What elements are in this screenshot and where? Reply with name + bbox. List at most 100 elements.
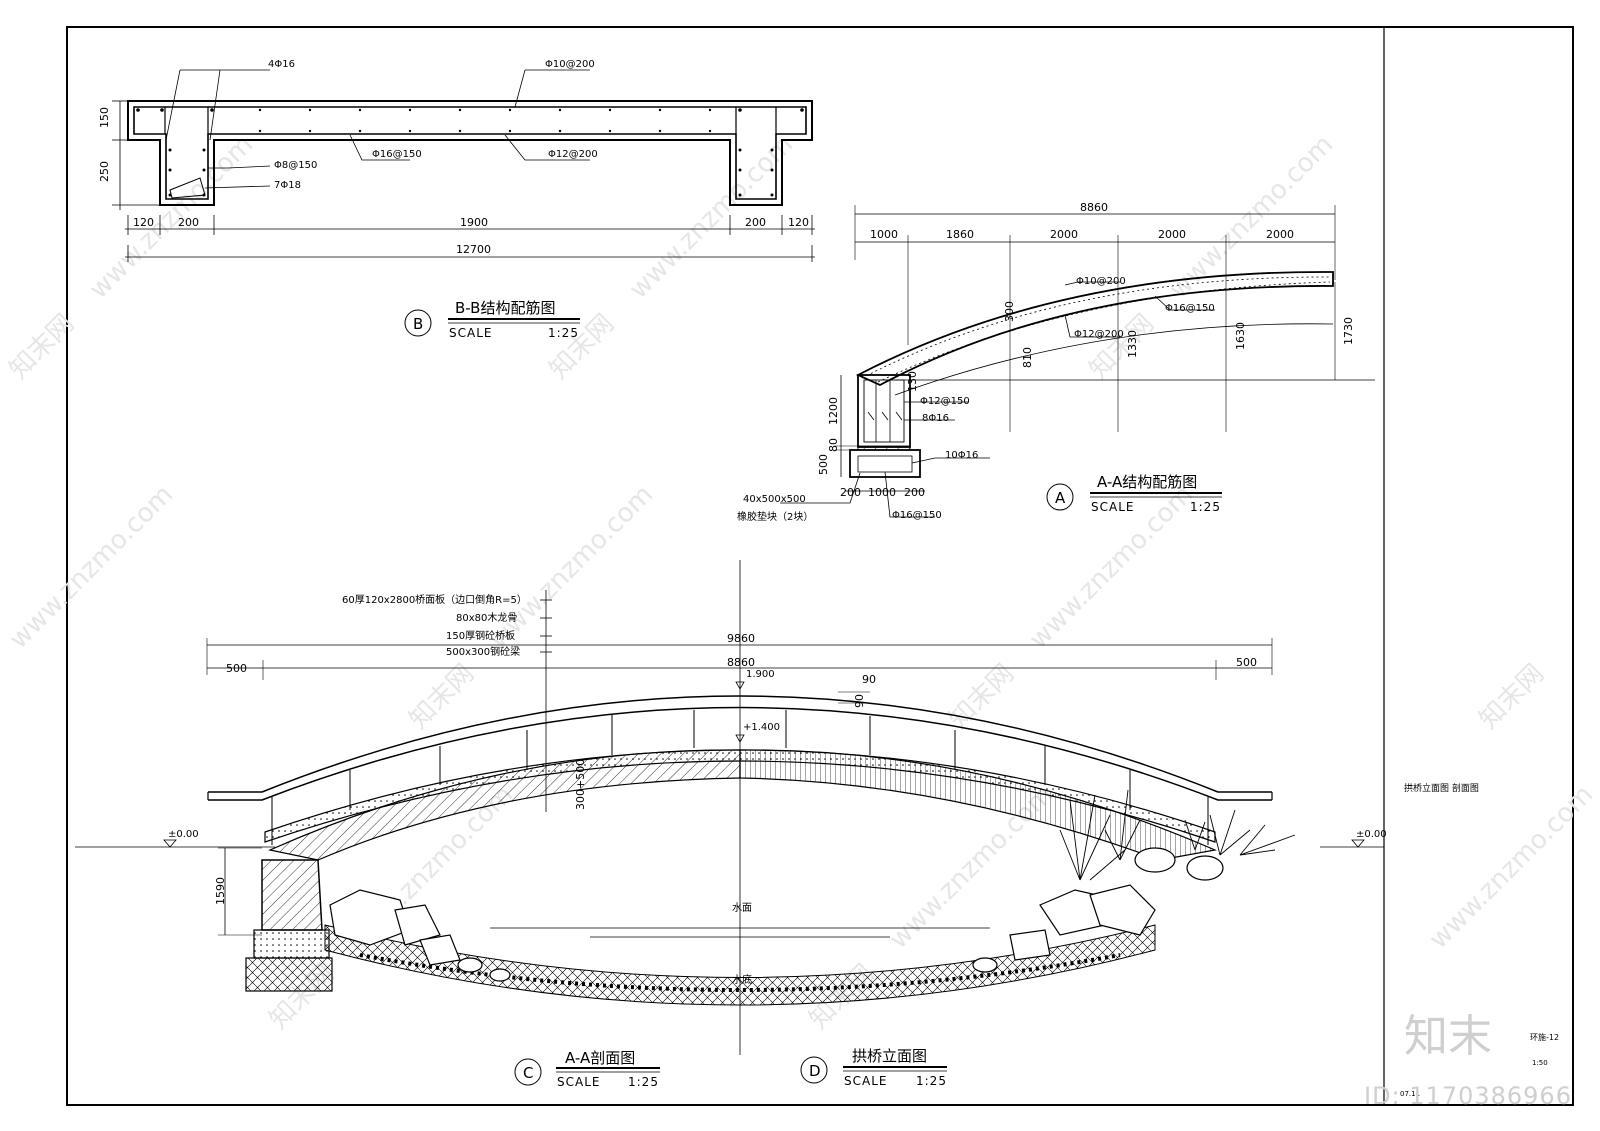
bb-rebar-right: Φ12@200 <box>548 149 598 160</box>
svg-text:知末网: 知末网 <box>1084 309 1160 385</box>
svg-text:知末网: 知末网 <box>1474 659 1550 735</box>
section-note-3: 150厚钢砼桥板 <box>446 629 515 642</box>
elev-dim-left: 500 <box>226 662 247 675</box>
left-abutment <box>261 859 323 931</box>
elev-depth: 1590 <box>214 877 227 905</box>
bb-dim-2: 200 <box>178 216 199 229</box>
bb-rebar-top-left: 4Φ16 <box>268 59 295 70</box>
aa-rebar-2: Φ16@150 <box>1165 303 1215 314</box>
rocks-right <box>972 847 1224 973</box>
aa-pier <box>857 374 911 448</box>
bb-dim-4: 200 <box>745 216 766 229</box>
bb-scale-label: SCALE <box>449 326 492 340</box>
drawing-title: 拱桥立面图 剖面图 <box>1404 782 1479 794</box>
sheet-number: 环施-12 <box>1530 1032 1559 1042</box>
svg-text:www.znzmo.com: www.znzmo.com <box>624 130 799 305</box>
aa-scale-label: SCALE <box>1091 500 1134 514</box>
c-view-title: A-A剖面图 <box>565 1049 635 1067</box>
sheet-frame <box>66 26 1574 1106</box>
d-scale-label: SCALE <box>844 1074 887 1088</box>
post-height: 90 <box>853 694 866 708</box>
aa-height-3: 1630 <box>1234 322 1247 350</box>
aa-rebar-7: Φ16@150 <box>892 510 942 521</box>
aa-view-title: A-A结构配筋图 <box>1097 473 1197 491</box>
bb-section-view: 4Φ16 Φ10@200 Φ16@150 Φ12@200 Φ8@150 7Φ18… <box>98 59 815 340</box>
elev-dim-total: 9860 <box>727 632 755 645</box>
d-view-letter: D <box>809 1062 821 1080</box>
section-note-1: 60厚120x2800桥面板（边口倒角R=5） <box>342 593 527 606</box>
aa-pad-name: 橡胶垫块（2块） <box>737 510 813 523</box>
plants-right <box>1059 789 1296 881</box>
bb-rebar-bottom: 7Φ18 <box>274 180 301 191</box>
bb-dim-total: 12700 <box>456 243 491 256</box>
pond-bed <box>324 924 1156 1006</box>
water-surface-label: 水面 <box>732 902 752 914</box>
svg-text:知末网: 知末网 <box>404 659 480 735</box>
aa-rebar-1: Φ10@200 <box>1076 276 1126 287</box>
svg-text:www.znzmo.com: www.znzmo.com <box>4 480 179 655</box>
c-scale-label: SCALE <box>557 1075 600 1089</box>
aa-height-1: 810 <box>1021 347 1034 368</box>
watermark-layer: 知末网 www.znzmo.com 知末网 www.znzmo.com 知末网 … <box>4 130 1599 1035</box>
aa-arch-slab <box>855 271 1334 387</box>
bb-dim-h2: 250 <box>98 161 111 182</box>
bb-scale-value: 1:25 <box>548 326 579 340</box>
sheet-scale: 1:50 <box>1532 1059 1548 1067</box>
ground-level-left: ±0.00 <box>168 829 199 840</box>
watermark-logo: 知末 <box>1404 1011 1492 1062</box>
handrail-top <box>208 695 1272 793</box>
sheet-date: 07.11 <box>1400 1090 1420 1098</box>
ground-level-right: ±0.00 <box>1356 829 1387 840</box>
bb-dim-h1: 150 <box>98 107 111 128</box>
slab-size: 300+500 <box>574 759 587 810</box>
deck-level: +1.400 <box>743 722 780 733</box>
aa-h-500: 500 <box>817 454 830 475</box>
section-note-2: 80x80木龙骨 <box>456 611 517 624</box>
bb-view-letter: B <box>413 315 423 333</box>
aa-span-2: 1860 <box>946 228 974 241</box>
bb-rebar-top: Φ10@200 <box>545 59 595 70</box>
watermark-id: ID: 1170386966 <box>1364 1082 1572 1110</box>
aa-span-3: 2000 <box>1050 228 1078 241</box>
aa-rebar-6: 10Φ16 <box>945 450 978 461</box>
bb-dim-3: 1900 <box>460 216 488 229</box>
aa-pad-spec: 40x500x500 <box>743 494 806 505</box>
d-scale-value: 1:25 <box>916 1074 947 1088</box>
aa-span-1: 1000 <box>870 228 898 241</box>
bb-beam-outline <box>127 100 813 206</box>
section-note-4: 500x300钢砼梁 <box>446 645 520 658</box>
svg-text:知末网: 知末网 <box>544 309 620 385</box>
elev-dim-right: 500 <box>1236 656 1257 669</box>
bb-dim-5: 120 <box>788 216 809 229</box>
aa-span-4: 2000 <box>1158 228 1186 241</box>
bb-rebar-stirrup: Φ8@150 <box>274 160 317 171</box>
aa-base-dim-1: 200 <box>840 486 861 499</box>
aa-thickness: 300 <box>1003 301 1016 322</box>
aa-height-4: 1730 <box>1342 317 1355 345</box>
aa-base-dim-3: 200 <box>904 486 925 499</box>
svg-text:www.znzmo.com: www.znzmo.com <box>84 130 259 305</box>
aa-h-small: 130 <box>906 371 919 392</box>
d-view-title: 拱桥立面图 <box>852 1047 927 1065</box>
aa-view-letter: A <box>1055 489 1066 507</box>
aa-height-2: 1330 <box>1126 330 1139 358</box>
bb-view-title: B-B结构配筋图 <box>455 299 555 317</box>
aa-scale-value: 1:25 <box>1190 500 1221 514</box>
aa-h-80: 80 <box>827 438 840 452</box>
rail-level: 1.900 <box>746 669 775 680</box>
aa-rebar-4: Φ12@150 <box>920 396 970 407</box>
bridge-elevation-view: 60厚120x2800桥面板（边口倒角R=5） 80x80木龙骨 150厚钢砼桥… <box>75 560 1387 1089</box>
post-width: 90 <box>862 673 876 686</box>
elevation-slab-striped <box>739 749 1218 861</box>
aa-structure-view: 8860 1000 1860 2000 2000 2000 1200 80 50… <box>737 201 1375 523</box>
aa-rebar-3: Φ12@200 <box>1074 329 1124 340</box>
water-bottom-label: 水底 <box>732 973 752 986</box>
c-view-letter: C <box>523 1064 533 1082</box>
aa-h-pier: 1200 <box>827 397 840 425</box>
aa-base-dim-2: 1000 <box>868 486 896 499</box>
elev-dim-span: 8860 <box>727 656 755 669</box>
aa-rebar-5: 8Φ16 <box>922 413 949 424</box>
bb-dim-1: 120 <box>133 216 154 229</box>
svg-text:www.znzmo.com: www.znzmo.com <box>484 480 659 655</box>
